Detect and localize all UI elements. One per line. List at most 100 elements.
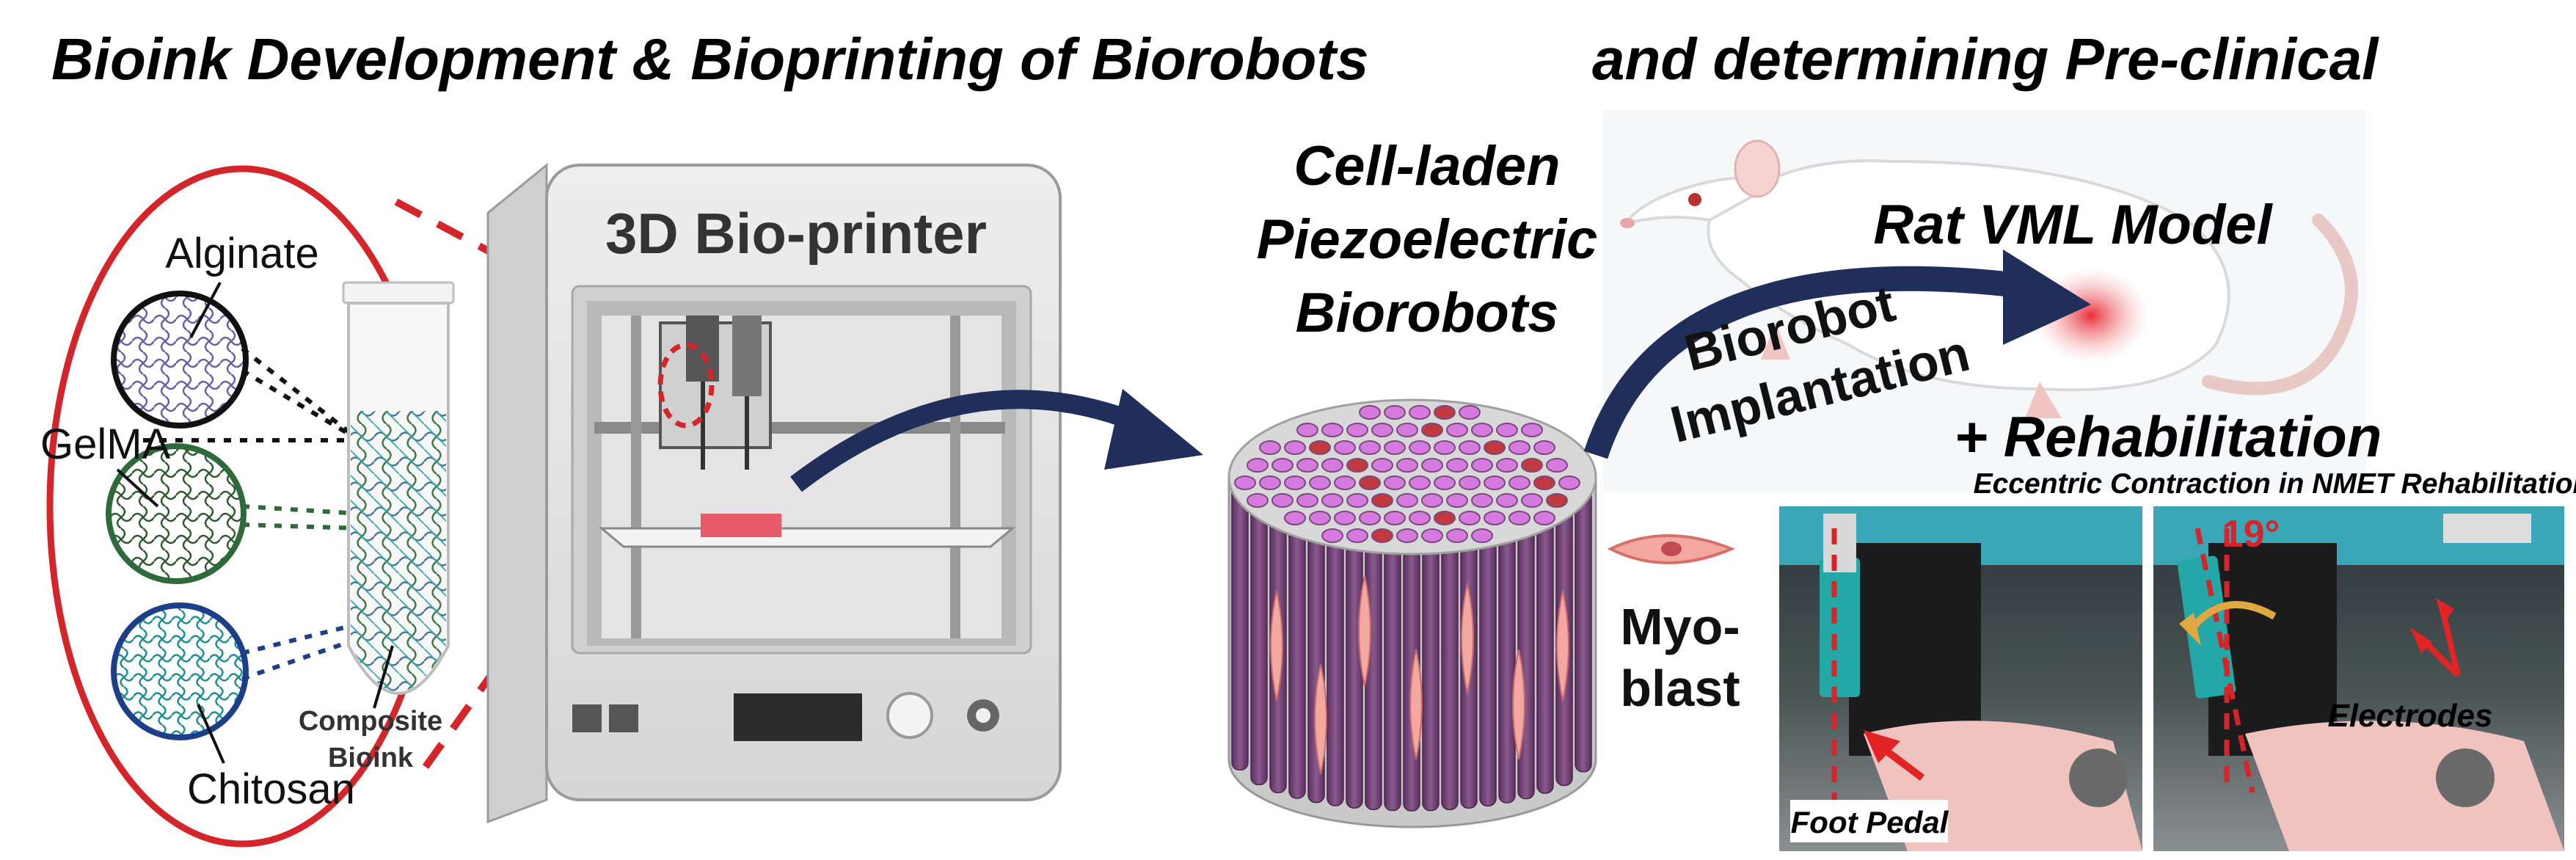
pillar-top: [1409, 511, 1431, 525]
pillar-top: [1359, 405, 1381, 420]
pillar-top: [1496, 493, 1518, 508]
pillar-top: [1533, 475, 1555, 490]
alginate-pointer: [189, 282, 222, 338]
pillar-top: [1434, 511, 1456, 525]
contraction-caption: Eccentric Contraction in NMET Rehabilita…: [1974, 468, 2576, 500]
chitosan-pointer: [197, 704, 225, 764]
pillar-top: [1309, 511, 1331, 525]
pillar-top: [1234, 475, 1256, 490]
gelma-label: GelMA: [40, 420, 171, 468]
electrodes-label: Electrodes: [2328, 698, 2493, 734]
print-arrow: [790, 389, 1203, 492]
pillar-top: [1309, 440, 1331, 455]
tube-pointer: [373, 645, 394, 709]
pillar-top: [1546, 493, 1568, 508]
implantation-arrow: [1583, 249, 2091, 459]
pillar-top: [1371, 528, 1393, 543]
myoblast-label-line1: Myo-: [1620, 598, 1740, 655]
tube-label-line2: Bioink: [328, 743, 414, 773]
myoblast-spindle: [1314, 663, 1327, 775]
pillar-top: [1558, 475, 1580, 490]
nozzle-highlight: [657, 342, 715, 429]
pillar-top: [1321, 493, 1343, 508]
pillar-top: [1421, 458, 1443, 473]
pillar-top: [1384, 405, 1406, 420]
alginate-label: Alginate: [165, 230, 319, 277]
pillar-top: [1421, 423, 1443, 437]
pillar-top: [1371, 493, 1393, 508]
chitosan-label: Chitosan: [187, 765, 355, 813]
pillar-top: [1446, 528, 1468, 543]
biorobot-construct: [1227, 398, 1597, 828]
pillar-top: [1247, 493, 1269, 508]
pillar-top: [1359, 475, 1381, 490]
pillar-top: [1459, 511, 1481, 525]
pillar-body: [1250, 497, 1268, 786]
pillar-top: [1359, 511, 1381, 525]
printer-display: [734, 693, 862, 741]
pillar-top: [1459, 440, 1481, 455]
pillar-top: [1484, 440, 1506, 455]
pillar-top: [1546, 458, 1568, 473]
rat-model-label: Rat VML Model: [1873, 194, 2273, 256]
pillar-top: [1371, 458, 1393, 473]
pillar-top: [1496, 458, 1518, 473]
pillar-top: [1521, 458, 1543, 473]
pillar-top: [1334, 440, 1356, 455]
myoblast-spindle: [1556, 590, 1569, 702]
title-left: Bioink Development & Bioprinting of Bior…: [51, 26, 1369, 92]
photo-electrodes: [2153, 506, 2564, 851]
pillar-body: [1384, 533, 1401, 812]
pillar-top: [1334, 475, 1356, 490]
biorobot-label-line3: Biorobots: [1296, 282, 1559, 344]
pillar-top: [1334, 511, 1356, 525]
pillar-top: [1384, 440, 1406, 455]
pillar-top: [1521, 423, 1543, 437]
myoblast-spindle: [1270, 590, 1283, 702]
pillar-top: [1409, 475, 1431, 490]
pillar-top: [1346, 458, 1368, 473]
myoblast-spindle: [1461, 583, 1474, 694]
biorobot-label-line1: Cell-laden: [1294, 135, 1560, 197]
bioprinter: 3D Bio-printer: [486, 162, 1062, 824]
pillar-top: [1421, 493, 1443, 508]
pillar-top: [1434, 405, 1456, 420]
pillar-top: [1359, 440, 1381, 455]
pillar-top: [1321, 423, 1343, 437]
pillar-top: [1346, 528, 1368, 543]
pillar-top: [1396, 528, 1418, 543]
pillar-body: [1441, 532, 1459, 811]
component-connectors: [143, 346, 361, 681]
pillar-top: [1296, 458, 1318, 473]
pillar-body: [1288, 516, 1306, 799]
bioink-components-panel: Alginate GelMA Chitosan Composite Bioink: [40, 165, 455, 848]
angle-label: 19°: [2222, 513, 2280, 555]
pillar-body: [1498, 522, 1516, 803]
print-bed-construct: [701, 514, 781, 537]
pillar-top: [1346, 423, 1368, 437]
pillar-body: [1346, 529, 1363, 809]
composite-bioink-tube: [342, 281, 455, 695]
gelma-mesh-circle: [106, 443, 247, 584]
pillar-top: [1396, 423, 1418, 437]
pillar-top: [1409, 440, 1431, 455]
pillar-top: [1471, 423, 1493, 437]
title-right-line1: and determining Pre-clinical: [1592, 26, 2379, 92]
pillar-top: [1284, 511, 1306, 525]
pillar-top: [1484, 511, 1506, 525]
myoblast-spindle: [1358, 575, 1371, 687]
pillar-top: [1446, 493, 1468, 508]
pillar-top: [1384, 511, 1406, 525]
pillar-top: [1384, 475, 1406, 490]
pillar-top: [1508, 511, 1530, 525]
alginate-mesh-circle: [111, 291, 249, 429]
pillar-top: [1371, 423, 1393, 437]
myoblast-cell: [1607, 534, 1736, 564]
biorobot-label-line2: Piezoelectric: [1257, 208, 1598, 271]
photo-foot-pedal: [1779, 506, 2142, 851]
pillar-body: [1536, 509, 1554, 794]
myoblast-spindle: [1512, 649, 1525, 760]
rehab-label: + Rehabilitation: [1955, 404, 2382, 469]
chitosan-mesh-circle: [111, 602, 249, 740]
